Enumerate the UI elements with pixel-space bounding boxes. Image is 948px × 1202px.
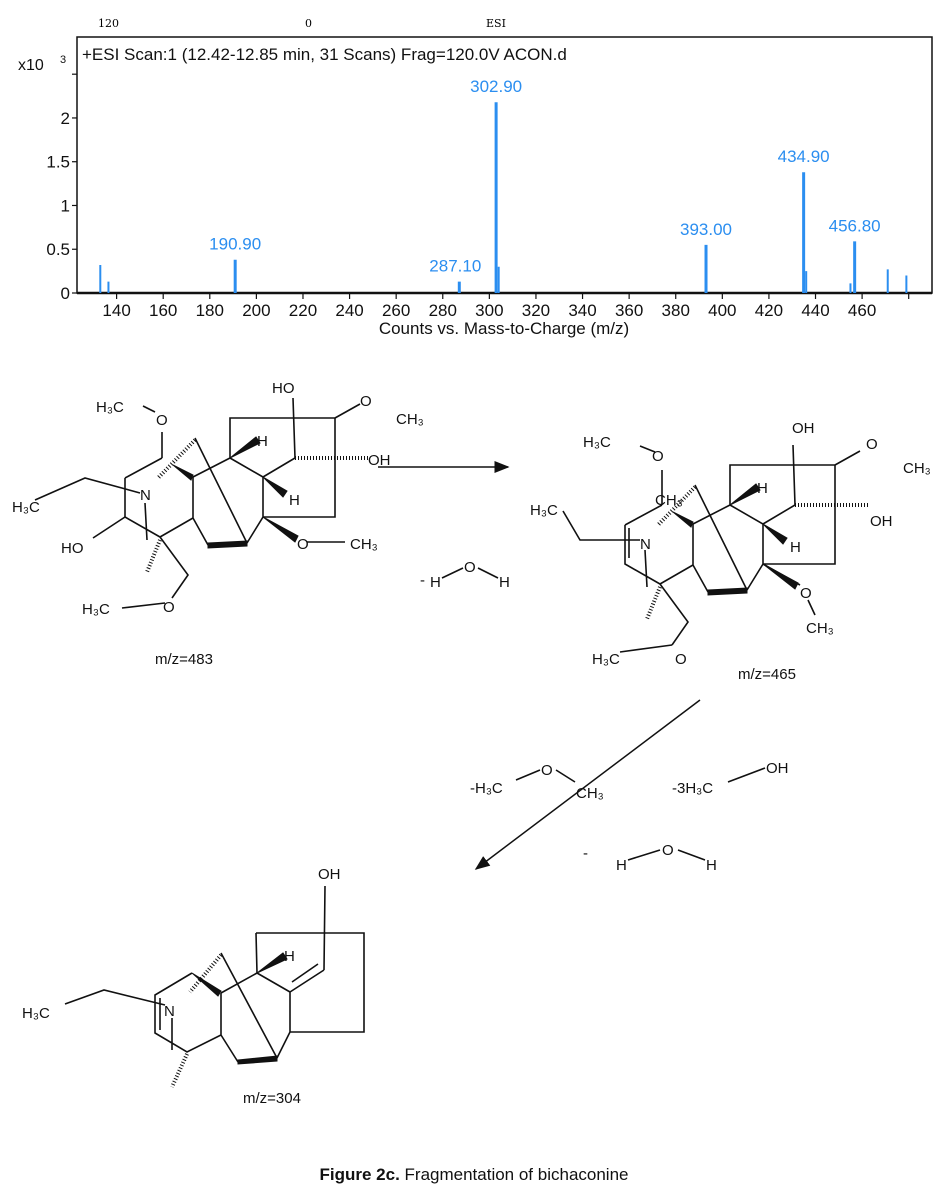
y-tick-label: 0.5 <box>46 240 70 259</box>
x-tick-label: 180 <box>196 301 224 320</box>
x-tick-label: 140 <box>102 301 130 320</box>
mz-label-465: m/z=465 <box>738 666 796 683</box>
header-mark-left: 120 <box>98 17 119 30</box>
peak-label: 302.90 <box>470 77 522 96</box>
caption-text: Fragmentation of bichaconine <box>399 1165 629 1184</box>
header-mark-right: ESI <box>486 17 506 30</box>
label-h: H <box>257 433 268 450</box>
x-tick-label: 420 <box>755 301 783 320</box>
mz-label-483: m/z=483 <box>155 651 213 668</box>
structure-483: H₃C O H₃C N HO H₃C O HO O CH₃ H OH H O C… <box>12 380 424 668</box>
x-tick-label: 300 <box>475 301 503 320</box>
label-ho: HO <box>272 380 295 397</box>
label-h3c: H₃C <box>583 434 611 451</box>
x-tick-label: 380 <box>662 301 690 320</box>
label-n: N <box>140 487 151 504</box>
label-o: O <box>675 651 687 668</box>
x-tick-label: 440 <box>801 301 829 320</box>
structure-465: H₃C O CH₃ H₃C N H₃C O OH O CH₃ H OH H O … <box>530 420 931 683</box>
structure-304: OH H H₃C N m/z=304 <box>22 866 365 1107</box>
y-tick-label: 0 <box>61 284 70 303</box>
x-tick-label: 220 <box>289 301 317 320</box>
label-o: O <box>163 599 175 616</box>
label-oh: OH <box>766 760 789 777</box>
water-loss-1: - H O H <box>420 559 510 591</box>
x-tick-label: 340 <box>568 301 596 320</box>
loss-sign: - <box>583 845 588 862</box>
label-h: H <box>284 948 295 965</box>
label-ch3: CH₃ <box>806 620 834 637</box>
label-h: H <box>706 857 717 874</box>
x-tick-label: 360 <box>615 301 643 320</box>
caption-label: Figure 2c. <box>319 1165 400 1184</box>
label-ch3: CH₃ <box>655 492 683 509</box>
mz-label-304: m/z=304 <box>243 1090 301 1107</box>
peak-label: 393.00 <box>680 220 732 239</box>
x-tick-label: 460 <box>848 301 876 320</box>
peak-label: 434.90 <box>778 147 830 166</box>
label-o: O <box>156 412 168 429</box>
label-oh: OH <box>368 452 391 469</box>
peak-label: 190.90 <box>209 235 261 254</box>
peak-label: 456.80 <box>829 216 881 235</box>
label-n: N <box>164 1003 175 1020</box>
label-ch3: CH₃ <box>396 411 424 428</box>
label-h: H <box>289 492 300 509</box>
peak-label: 287.10 <box>429 257 481 276</box>
label-oh: OH <box>318 866 341 883</box>
label-oh: OH <box>792 420 815 437</box>
label-h3c: H₃C <box>82 601 110 618</box>
x-tick-label: 200 <box>242 301 270 320</box>
x-tick-label: 400 <box>708 301 736 320</box>
structure-483-skeleton <box>124 397 368 599</box>
label-o: O <box>662 842 674 859</box>
label-ho: HO <box>61 540 84 557</box>
label-h3c: -3H₃C <box>672 780 713 797</box>
label-h: H <box>499 574 510 591</box>
label-o: O <box>800 585 812 602</box>
label-h3c: H₃C <box>530 502 558 519</box>
neutral-losses-2: -H₃C O CH₃ -3H₃C OH - H O H <box>470 760 789 874</box>
x-tick-label: 160 <box>149 301 177 320</box>
label-o: O <box>297 536 309 553</box>
y-tick-label: 2 <box>61 109 70 128</box>
x-tick-label: 280 <box>429 301 457 320</box>
y-tick-label: 1 <box>61 196 70 215</box>
mass-spectrum-chart: +ESI Scan:1 (12.42-12.85 min, 31 Scans) … <box>18 36 933 338</box>
label-h3c: H₃C <box>22 1005 50 1022</box>
label-ch3: CH₃ <box>350 536 378 553</box>
label-h3c: H₃C <box>96 399 124 416</box>
label-ch3: CH₃ <box>576 785 604 802</box>
x-tick-label: 260 <box>382 301 410 320</box>
label-o: O <box>360 393 372 410</box>
label-o: O <box>866 436 878 453</box>
loss-sign: - <box>420 572 425 589</box>
y-multiplier: x10 <box>18 57 44 74</box>
x-axis-label: Counts vs. Mass-to-Charge (m/z) <box>379 319 629 338</box>
x-tick-label: 240 <box>335 301 363 320</box>
label-h3c: H₃C <box>592 651 620 668</box>
reaction-arrow <box>474 699 701 870</box>
y-tick-label: 1.5 <box>46 153 70 172</box>
label-n: N <box>640 536 651 553</box>
label-h: H <box>757 480 768 497</box>
label-o: O <box>652 448 664 465</box>
header-mark-middle: 0 <box>305 17 312 30</box>
x-tick-label: 320 <box>522 301 550 320</box>
figure-caption: Figure 2c. Fragmentation of bichaconine <box>0 1165 948 1185</box>
label-h: H <box>430 574 441 591</box>
label-ch3: CH₃ <box>903 460 931 477</box>
label-o: O <box>464 559 476 576</box>
label-o: O <box>541 762 553 779</box>
chart-title: +ESI Scan:1 (12.42-12.85 min, 31 Scans) … <box>82 45 567 64</box>
y-exponent: 3 <box>60 54 66 66</box>
label-h3c: H₃C <box>12 499 40 516</box>
label-h3c: -H₃C <box>470 780 503 797</box>
label-h: H <box>790 539 801 556</box>
label-h: H <box>616 857 627 874</box>
label-oh: OH <box>870 513 893 530</box>
